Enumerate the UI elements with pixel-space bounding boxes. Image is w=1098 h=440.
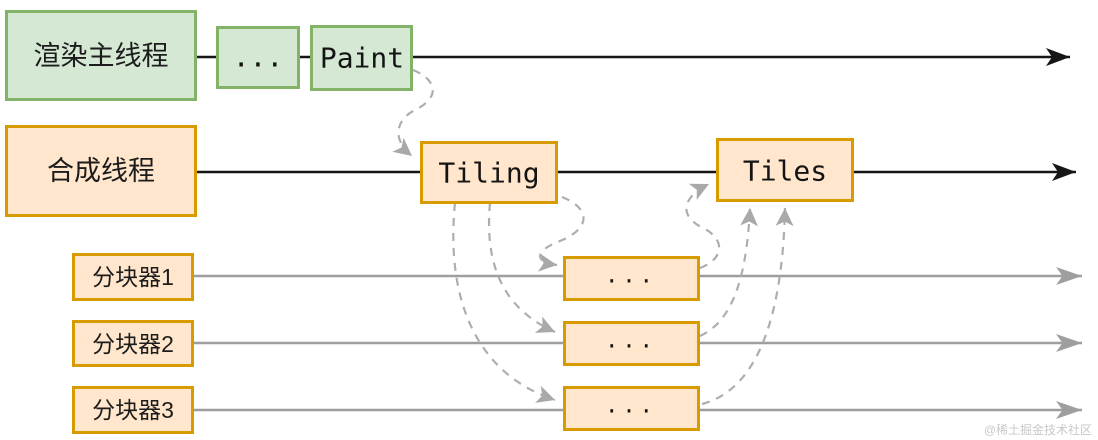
arrow-tiler2-to-tiles — [699, 207, 759, 338]
tiler1-label: 分块器1 — [92, 264, 174, 290]
tiling-box — [420, 141, 558, 204]
ellipsis-tiler2-box — [563, 321, 700, 366]
node-labels: 渲染主线程 ... Paint 合成线程 Tiling Tiles 分块器1 分… — [34, 41, 828, 424]
ellipsis-tiler1-box — [563, 256, 700, 301]
tiles-box — [716, 138, 854, 202]
arrow-paint-to-tiling — [392, 68, 434, 157]
compositor-thread-label: 合成线程 — [47, 156, 155, 186]
ellipsis-tiler2-label: ... — [605, 329, 657, 354]
arrow-tiling-to-tiler1 — [537, 195, 585, 272]
arrow-tiling-to-tiler2 — [487, 202, 556, 334]
watermark-text: @稀土掘金技术社区 — [984, 422, 1092, 437]
render-main-thread-label: 渲染主线程 — [34, 41, 169, 71]
paint-label: Paint — [320, 42, 404, 75]
tiler3-box — [72, 386, 194, 434]
tiles-label: Tiles — [743, 155, 827, 188]
ellipsis-main-label: ... — [233, 41, 284, 74]
nodes — [5, 10, 854, 434]
arrow-tiling-to-tiler3 — [452, 202, 556, 403]
tiler1-box — [72, 253, 194, 301]
tiler3-label: 分块器3 — [92, 397, 174, 423]
arrow-tiler3-to-tiles — [701, 207, 794, 406]
paint-box — [310, 25, 413, 91]
ellipsis-tiler3-box — [563, 386, 700, 431]
arrow-tiler1-to-tiles — [685, 183, 721, 270]
ellipsis-main-box — [216, 26, 300, 89]
tiler2-box — [72, 320, 194, 367]
tiler2-label: 分块器2 — [92, 331, 174, 357]
ellipsis-tiler3-label: ... — [605, 394, 657, 419]
tiling-label: Tiling — [438, 157, 539, 190]
render-main-thread-box — [5, 10, 197, 101]
ellipsis-tiler1-label: ... — [605, 264, 657, 289]
dashed-connectors — [392, 68, 794, 406]
compositor-thread-box — [5, 125, 197, 217]
